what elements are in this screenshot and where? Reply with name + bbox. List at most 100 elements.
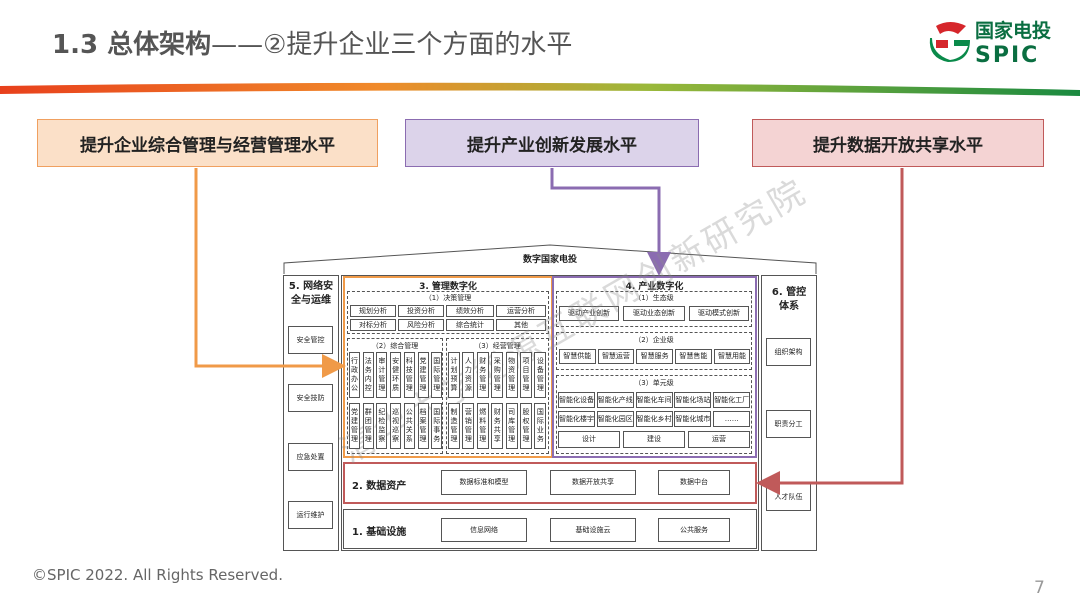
title-rest: ——②提升企业三个方面的水平	[211, 30, 573, 60]
infra-section	[343, 509, 757, 549]
infra-item-1: 基础设施云	[550, 518, 636, 542]
top-box-management: 提升企业综合管理与经营管理水平	[37, 119, 378, 167]
operation-r2-4: 司库管理	[505, 403, 518, 449]
infra-item-2: 公共服务	[658, 518, 730, 542]
general-r2-1: 群团管理	[362, 403, 374, 449]
decision-r1-1: 投资分析	[398, 305, 444, 317]
enterprise-item-1: 智慧运营	[597, 349, 635, 364]
title-bold: 1.3 总体架构	[52, 30, 212, 60]
industry-section	[552, 276, 757, 458]
roof-line	[283, 244, 817, 274]
infra-item-0: 信息网络	[441, 518, 527, 542]
operation-label: （3）经营管理	[474, 342, 521, 350]
decision-r2-2: 综合统计	[446, 319, 494, 331]
eco-group	[556, 291, 752, 327]
operation-r1-0: 计划预算	[448, 352, 460, 398]
right-item-0: 组织架构	[766, 338, 811, 366]
left-item-2: 应急处置	[288, 443, 333, 471]
operation-r2-5: 股权管理	[520, 403, 532, 449]
unit-r2-4: ……	[713, 411, 751, 427]
eco-label: （1）生态级	[634, 294, 674, 302]
decision-r1-3: 运营分析	[496, 305, 546, 317]
left-item-0: 安全管控	[288, 326, 333, 354]
decision-label: （1）决策管理	[424, 294, 472, 302]
operation-r1-6: 设备管理	[534, 352, 547, 398]
operation-r2-1: 营销管理	[462, 403, 475, 449]
unit-r3-0: 设计	[558, 431, 620, 448]
unit-r1-0: 智能化设备	[558, 392, 595, 408]
left-column-title: 5. 网络安全与运维	[288, 281, 334, 306]
decision-r2-0: 对标分析	[350, 319, 396, 331]
decision-r2-1: 风险分析	[398, 319, 444, 331]
spic-logo-icon	[929, 22, 970, 62]
general-r1-6: 国际管理	[431, 352, 443, 398]
unit-r3-1: 建设	[623, 431, 685, 448]
operation-r2-2: 燃料管理	[476, 403, 489, 449]
general-r1-0: 行政办公	[349, 352, 360, 398]
general-r2-3: 巡视巡察	[390, 403, 402, 449]
general-label: （2）综合管理	[371, 342, 419, 350]
general-r2-4: 公共关系	[403, 403, 415, 449]
general-r2-0: 党建管理	[349, 403, 360, 449]
unit-r2-1: 智能化园区	[596, 411, 634, 427]
general-r1-4: 科技管理	[403, 352, 415, 398]
operation-r1-2: 财务管理	[476, 352, 489, 398]
eco-item-1: 驱动业态创新	[623, 306, 685, 321]
unit-r2-0: 智能化楼宇	[558, 411, 595, 427]
industry-title: 4. 产业数字化	[625, 282, 684, 292]
data-assets-item-1: 数据开放共享	[550, 470, 636, 495]
eco-item-0: 驱动产业创新	[559, 306, 619, 321]
enterprise-item-0: 智慧供能	[559, 349, 596, 364]
enterprise-item-2: 智慧服务	[636, 349, 673, 364]
unit-r1-2: 智能化车间	[635, 392, 673, 408]
left-item-1: 安全技防	[288, 384, 333, 412]
diagram-top-label: 数字国家电投	[522, 255, 577, 265]
unit-group	[556, 375, 752, 454]
enterprise-group	[556, 332, 752, 370]
data-assets-item-0: 数据标准和模型	[441, 470, 527, 495]
header-band	[0, 82, 1080, 96]
unit-r2-2: 智能化乡村	[635, 411, 673, 427]
operation-r2-0: 制造管理	[448, 403, 460, 449]
operation-r1-1: 人力资源	[462, 352, 475, 398]
enterprise-item-3: 智慧售能	[675, 349, 712, 364]
infra-title: 1. 基础设施	[352, 527, 407, 538]
data-assets-title: 2. 数据资产	[352, 481, 407, 492]
decision-r1-0: 规划分析	[350, 305, 396, 317]
operation-r2-6: 国际业务	[534, 403, 547, 449]
unit-r3-2: 运营	[688, 431, 750, 448]
general-r1-2: 审计管理	[376, 352, 388, 398]
logo	[928, 18, 972, 64]
unit-r1-3: 智能化场站	[674, 392, 712, 408]
unit-label: （3）单元级	[634, 379, 674, 387]
general-r1-5: 党建管理	[417, 352, 429, 398]
data-assets-item-2: 数据中台	[658, 470, 730, 495]
general-r2-2: 纪检监察	[376, 403, 388, 449]
enterprise-item-4: 智慧用能	[713, 349, 751, 364]
footer-copyright: ©SPIC 2022. All Rights Reserved.	[32, 566, 283, 584]
logo-cn: 国家电投	[975, 20, 1052, 42]
unit-r1-1: 智能化产线	[596, 392, 634, 408]
unit-r1-4: 智能化工厂	[713, 392, 751, 408]
left-item-3: 运行维护	[288, 501, 333, 529]
general-r2-6: 国际事务	[431, 403, 443, 449]
general-r2-5: 档案管理	[417, 403, 429, 449]
general-r1-3: 安健环质	[390, 352, 402, 398]
right-item-2: 人才队伍	[766, 483, 811, 511]
page-number: 7	[1034, 578, 1045, 598]
top-box-industry: 提升产业创新发展水平	[405, 119, 699, 167]
top-box-data-label: 提升数据开放共享水平	[813, 135, 983, 156]
top-box-management-label: 提升企业综合管理与经营管理水平	[80, 135, 335, 156]
enterprise-label: （2）企业级	[634, 336, 674, 344]
unit-r2-3: 智能化城市	[674, 411, 712, 427]
operation-r1-4: 物资管理	[505, 352, 518, 398]
logo-en: SPIC	[975, 43, 1040, 68]
decision-r1-2: 绩效分析	[446, 305, 494, 317]
right-item-1: 职责分工	[766, 410, 811, 438]
mgmt-title: 3. 管理数字化	[419, 282, 477, 292]
operation-r1-5: 项目管理	[520, 352, 532, 398]
decision-group	[347, 291, 549, 334]
decision-r2-3: 其他	[496, 319, 546, 331]
top-box-industry-label: 提升产业创新发展水平	[467, 135, 637, 156]
general-r1-1: 法务内控	[362, 352, 374, 398]
